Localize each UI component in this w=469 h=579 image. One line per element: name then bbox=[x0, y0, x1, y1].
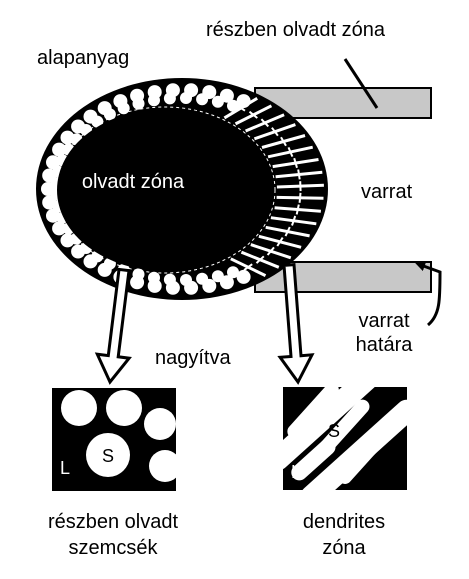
magnify-arrows bbox=[94, 262, 315, 385]
grain-circle bbox=[180, 274, 192, 286]
dendrite-branch bbox=[271, 127, 279, 137]
weld-boundary-label-line1: varrat bbox=[358, 310, 410, 332]
partially-melted-zone-label: részben olvadt zóna bbox=[206, 19, 386, 41]
dendrite-branch bbox=[284, 226, 291, 237]
grain-circle bbox=[52, 221, 67, 236]
grain-circle bbox=[180, 92, 192, 104]
dendrite-branch bbox=[298, 192, 302, 203]
fusion-boundary bbox=[54, 106, 276, 274]
grain-circle bbox=[148, 271, 160, 284]
dendrites-caption-line1: dendrites bbox=[302, 511, 386, 533]
dendrite-branch bbox=[276, 237, 284, 247]
weld-boundary-label-line2: határa bbox=[355, 334, 413, 356]
grain-circle bbox=[219, 88, 234, 103]
partial-zone-pointer bbox=[343, 58, 379, 109]
grain-circle bbox=[227, 99, 239, 112]
dendrite-branch bbox=[297, 169, 301, 180]
grain-circle bbox=[196, 272, 209, 285]
grain-circle bbox=[196, 93, 209, 106]
grain-circle bbox=[163, 273, 176, 286]
grain-circle bbox=[227, 266, 239, 279]
dendrite-inset: S L bbox=[283, 387, 407, 490]
grain-circle bbox=[52, 142, 67, 157]
dendrite-branch bbox=[295, 204, 300, 215]
dendrite-branch bbox=[260, 118, 270, 128]
dendrite-branch bbox=[293, 157, 298, 169]
grain-inset-solid-label: S bbox=[102, 446, 114, 466]
grain-circle bbox=[236, 269, 251, 284]
dendrite-branch bbox=[243, 263, 253, 271]
magnified-label: nagyítva bbox=[155, 347, 231, 369]
grain-inset-grains bbox=[61, 390, 181, 482]
grain-circle bbox=[163, 92, 176, 105]
dendrites-caption-line2: zóna bbox=[322, 537, 366, 559]
grains-caption-line2: szemcsék bbox=[68, 537, 158, 559]
dendrite-inset-liquid-label: L bbox=[291, 462, 301, 482]
grain-circle bbox=[117, 102, 130, 115]
grain-inset-liquid-label: L bbox=[60, 458, 70, 478]
dendrite-branch bbox=[280, 136, 287, 147]
dendrite-inset-solid-label: S bbox=[328, 421, 340, 441]
base-material-label: alapanyag bbox=[37, 47, 130, 69]
grain-circle bbox=[46, 155, 60, 170]
grain-circle bbox=[132, 97, 145, 110]
dendrite-branch bbox=[291, 215, 297, 226]
grain-circle bbox=[219, 275, 234, 290]
magnify-arrow-grains bbox=[94, 267, 132, 385]
grain-circle bbox=[211, 270, 224, 283]
grains-caption-line1: részben olvadt bbox=[47, 511, 179, 533]
dendrite-branch bbox=[287, 147, 294, 157]
fused-zone-label: olvadt zóna bbox=[81, 171, 185, 193]
fused-zone-core bbox=[57, 109, 273, 271]
grain-circle bbox=[46, 208, 60, 223]
dendrite-branch bbox=[248, 110, 258, 119]
magnify-arrow-dendrites bbox=[277, 262, 315, 385]
grain-circle bbox=[148, 94, 160, 107]
grain-circle bbox=[211, 95, 224, 108]
dendrite-inset-arms bbox=[283, 387, 407, 490]
dendrite-branch bbox=[236, 104, 246, 112]
dendrite-lines bbox=[223, 97, 324, 277]
dendrite-branch bbox=[255, 255, 265, 264]
weld-label: varrat bbox=[361, 181, 413, 203]
dendrite-branch bbox=[266, 246, 275, 256]
grain-circle bbox=[91, 115, 104, 128]
grain-inset: S L bbox=[52, 388, 181, 491]
weld-boundary-arrow bbox=[415, 261, 442, 327]
grain-circle bbox=[132, 268, 145, 281]
